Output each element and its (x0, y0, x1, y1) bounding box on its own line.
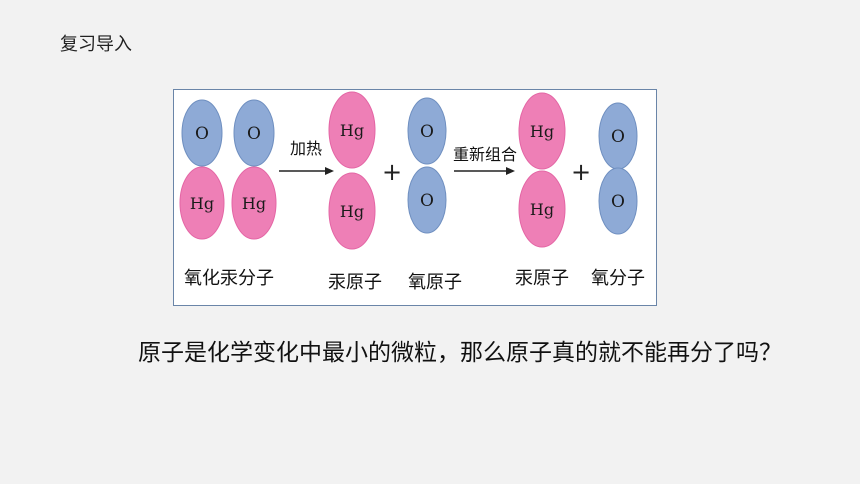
caption-mercury-atom-1: 汞原子 (328, 272, 382, 293)
oxygen-atom-label: O (420, 122, 434, 142)
oxygen-molecule: O O (598, 102, 638, 235)
plus-sign-1: + (382, 158, 402, 186)
caption-oxygen-atom: 氧原子 (408, 272, 462, 293)
mercuric-oxide-molecule-1: O Hg (179, 99, 225, 240)
mercury-atoms-products: Hg Hg (328, 91, 376, 250)
mercury-atom-label: Hg (530, 122, 554, 141)
oxygen-atom-label: O (611, 192, 625, 212)
reaction-diagram: O Hg O Hg 加热 Hg Hg + O O 重新 (173, 89, 657, 306)
oxygen-atoms-products: O O (407, 97, 447, 234)
mercuric-oxide-molecule-2: O Hg (231, 99, 277, 240)
oxygen-atom (181, 99, 223, 167)
mercury-atom-label: Hg (530, 200, 554, 219)
mercury-atom-label: Hg (340, 202, 364, 221)
plus-sign-2: + (571, 158, 591, 186)
mercury-atom (179, 166, 225, 240)
caption-mercuric-oxide-molecule: 氧化汞分子 (184, 268, 274, 289)
reaction-diagram-svg: O Hg O Hg 加热 Hg Hg + O O 重新 (179, 91, 645, 293)
oxygen-atom (407, 97, 447, 165)
mercury-atom-label: Hg (190, 194, 214, 213)
oxygen-atom (233, 99, 275, 167)
heat-arrow-label: 加热 (290, 139, 322, 158)
mercury-atom-label: Hg (340, 121, 364, 140)
oxygen-atom-label: O (611, 127, 625, 147)
heat-arrowhead (325, 167, 334, 175)
recombine-arrow-label: 重新组合 (453, 145, 517, 164)
oxygen-atom-label: O (247, 124, 261, 144)
mercury-atom (518, 170, 566, 248)
mercury-atom (518, 92, 566, 170)
section-title: 复习导入 (60, 34, 132, 55)
question-text: 原子是化学变化中最小的微粒，那么原子真的就不能再分了吗？ (138, 340, 782, 366)
mercury-atom (328, 91, 376, 169)
oxygen-atom-label: O (195, 124, 209, 144)
mercury-atom-label: Hg (242, 194, 266, 213)
caption-mercury-atom-2: 汞原子 (515, 268, 569, 289)
oxygen-atom (598, 167, 638, 235)
recombine-arrowhead (506, 167, 515, 175)
oxygen-atom-label: O (420, 191, 434, 211)
mercury-atoms-final: Hg Hg (518, 92, 566, 248)
caption-oxygen-molecule: 氧分子 (591, 268, 645, 289)
mercury-atom (231, 166, 277, 240)
oxygen-atom (407, 166, 447, 234)
mercury-atom (328, 172, 376, 250)
